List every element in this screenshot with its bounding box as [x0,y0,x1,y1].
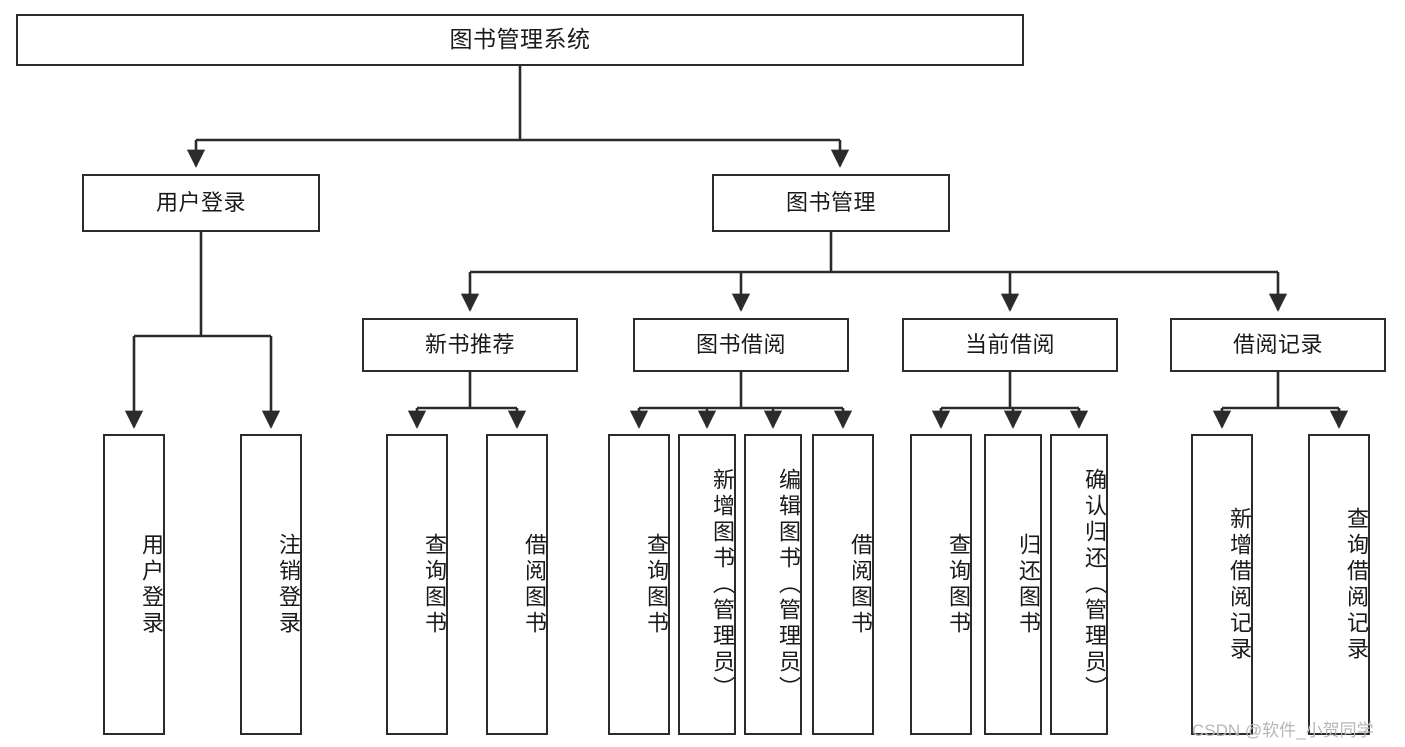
node-leaf-add-book-label: 新增图书（管理员） [710,467,735,702]
node-leaf-add-record-label: 新增借阅记录 [1227,506,1252,663]
node-leaf-query-book-2-label: 查询图书 [644,532,669,637]
node-leaf-return-book-label: 归还图书 [1016,532,1041,637]
node-leaf-query-record-label: 查询借阅记录 [1344,506,1369,663]
node-book-borrow-label: 图书借阅 [695,331,786,357]
node-new-book-recommend[interactable]: 新书推荐 [362,318,578,372]
node-leaf-query-record[interactable]: 查询借阅记录 [1308,434,1370,735]
node-leaf-query-book-1-label: 查询图书 [422,532,447,637]
node-user-login-label: 用户登录 [155,189,246,215]
node-leaf-query-book-1[interactable]: 查询图书 [386,434,448,735]
node-leaf-add-record[interactable]: 新增借阅记录 [1191,434,1253,735]
node-leaf-user-login-label: 用户登录 [139,532,164,637]
node-leaf-borrow-book-2-label: 借阅图书 [848,532,873,637]
node-book-borrow[interactable]: 图书借阅 [633,318,849,372]
node-leaf-add-book[interactable]: 新增图书（管理员） [678,434,736,735]
node-leaf-user-login[interactable]: 用户登录 [103,434,165,735]
node-leaf-borrow-book-1-label: 借阅图书 [522,532,547,637]
node-current-borrow[interactable]: 当前借阅 [902,318,1118,372]
node-leaf-query-book-3[interactable]: 查询图书 [910,434,972,735]
node-leaf-borrow-book-1[interactable]: 借阅图书 [486,434,548,735]
node-book-manage[interactable]: 图书管理 [712,174,950,232]
node-leaf-query-book-3-label: 查询图书 [946,532,971,637]
watermark-text: CSDN @软件_小贺同学 [1192,721,1374,740]
node-leaf-user-logout-label: 注销登录 [276,532,301,637]
node-leaf-confirm-return-label: 确认归还（管理员） [1082,467,1107,702]
node-leaf-return-book[interactable]: 归还图书 [984,434,1042,735]
node-user-login[interactable]: 用户登录 [82,174,320,232]
node-leaf-confirm-return[interactable]: 确认归还（管理员） [1050,434,1108,735]
node-leaf-borrow-book-2[interactable]: 借阅图书 [812,434,874,735]
node-borrow-record[interactable]: 借阅记录 [1170,318,1386,372]
node-leaf-edit-book[interactable]: 编辑图书（管理员） [744,434,802,735]
node-leaf-query-book-2[interactable]: 查询图书 [608,434,670,735]
node-leaf-user-logout[interactable]: 注销登录 [240,434,302,735]
node-leaf-edit-book-label: 编辑图书（管理员） [776,467,801,702]
node-book-manage-label: 图书管理 [785,189,876,215]
node-new-book-recommend-label: 新书推荐 [424,331,515,357]
node-root-label: 图书管理系统 [449,26,591,53]
node-current-borrow-label: 当前借阅 [964,331,1055,357]
node-root[interactable]: 图书管理系统 [16,14,1024,66]
node-borrow-record-label: 借阅记录 [1232,331,1323,357]
